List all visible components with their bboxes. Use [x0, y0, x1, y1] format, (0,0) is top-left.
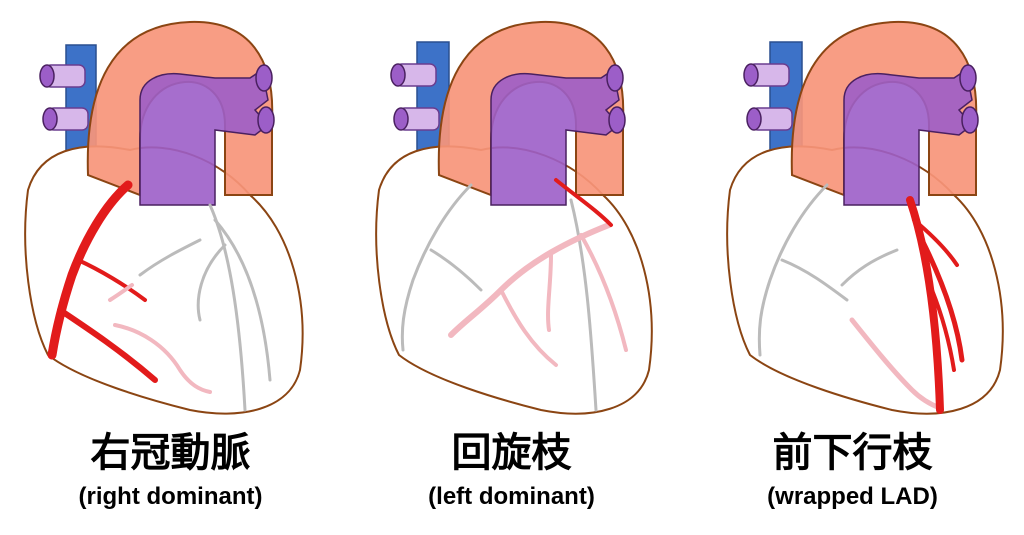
pulmonary-artery-branch-lower [257, 106, 275, 134]
left-main-artery [554, 178, 613, 227]
pulmonary-artery-branch-lower [608, 106, 626, 134]
pulmonary-artery-branch-upper [959, 64, 977, 92]
pulmonary-artery-branch-lower [961, 106, 979, 134]
right-coronary-branches [757, 183, 899, 357]
panel-title-jp: 右冠動脈 [90, 430, 251, 476]
heart-diagram-right-dominant [24, 20, 304, 415]
panel-title-jp: 前下行枝 [772, 430, 933, 476]
pulmonary-veins-left [390, 63, 440, 131]
pulmonary-veins-left [743, 63, 793, 131]
right-coronary-branches [400, 183, 598, 412]
left-anterior-descending [906, 196, 965, 414]
heart-diagram-left-dominant [375, 20, 653, 415]
pulmonary-artery-branch-upper [255, 64, 273, 92]
right-coronary-distal [108, 283, 212, 394]
pulmonary-artery-branch-upper [606, 64, 624, 92]
left-coronary-branches [138, 203, 272, 412]
circumflex-branch [448, 222, 628, 367]
pulmonary-veins-left [39, 64, 89, 131]
panel-wrapped-lad: 前下行枝 (wrapped LAD) [682, 0, 1023, 535]
panel-left-dominant: 回旋枝 (left dominant) [341, 0, 682, 535]
panel-right-dominant: 右冠動脈 (right dominant) [0, 0, 341, 535]
panel-title-jp: 回旋枝 [451, 430, 572, 476]
posterior-descending-pale [849, 317, 943, 411]
panel-title-en: (left dominant) [428, 483, 595, 510]
panel-title-en: (right dominant) [78, 483, 263, 510]
panel-title-en: (wrapped LAD) [767, 483, 938, 510]
right-coronary-artery [47, 180, 158, 383]
heart-diagram-wrapped-lad [726, 20, 1004, 415]
